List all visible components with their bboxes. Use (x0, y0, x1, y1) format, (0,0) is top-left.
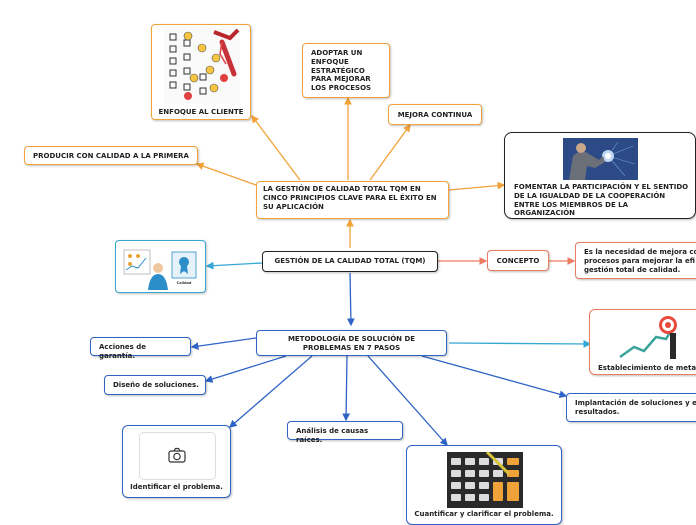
metodologia-node[interactable]: METODOLOGÍA DE SOLUCIÓN DE PROBLEMAS EN … (256, 330, 447, 356)
link-method-metas (448, 340, 592, 348)
central-topic-label: GESTIÓN DE LA CALIDAD TOTAL (TQM) (274, 257, 426, 265)
diseno-soluciones-node[interactable]: Diseño de soluciones. (104, 375, 206, 395)
calculator-image (447, 452, 523, 508)
link-method-acciones (190, 337, 257, 350)
enfoque-estrategico-label: ADOPTAR UN ENFOQUE ESTRATÉGICO PARA MEJO… (311, 49, 372, 92)
camera-icon (168, 447, 186, 463)
producir-calidad-node[interactable]: PRODUCIR CON CALIDAD A LA PRIMERA (24, 146, 198, 165)
identificar-node[interactable]: Identificar el problema. (122, 425, 231, 498)
cuantificar-label: Cuantificar y clarificar el problema. (414, 510, 554, 518)
participacion-label: FOMENTAR LA PARTICIPACIÓN Y EL SENTIDO D… (514, 183, 689, 218)
link-principles-mejora (369, 123, 411, 181)
establecimiento-metas-node[interactable]: Establecimiento de metas (589, 309, 696, 375)
link-central-image (205, 261, 263, 270)
checklist-image (164, 28, 240, 104)
metodologia-label: METODOLOGÍA DE SOLUCIÓN DE PROBLEMAS EN … (287, 335, 416, 352)
producir-calidad-label: PRODUCIR CON CALIDAD A LA PRIMERA (33, 152, 189, 160)
link-principles-participacion (448, 181, 506, 191)
target-growth-image (616, 313, 686, 361)
link-principles-producir (195, 162, 257, 186)
principles-node[interactable]: LA GESTIÓN DE CALIDAD TOTAL TQM EN CINCO… (256, 181, 449, 219)
establecimiento-metas-label: Establecimiento de metas (598, 364, 696, 372)
link-principles-cliente (251, 114, 301, 181)
analisis-causas-label: Análisis de causas raíces. (296, 427, 369, 444)
enfoque-estrategico-node[interactable]: ADOPTAR UN ENFOQUE ESTRATÉGICO PARA MEJO… (302, 43, 390, 98)
implantacion-label: Implantación de soluciones y e resultado… (575, 399, 696, 416)
link-method-analisis (342, 355, 351, 422)
link-method-implantacion (421, 355, 568, 399)
image-placeholder (139, 432, 216, 480)
mejora-continua-node[interactable]: MEJORA CONTINUA (388, 104, 482, 125)
central-topic[interactable]: GESTIÓN DE LA CALIDAD TOTAL (TQM) (262, 251, 438, 272)
calidad-image-node[interactable]: Calidad (115, 240, 206, 293)
quality-badge-text: Calidad (177, 281, 192, 285)
acciones-garantia-node[interactable]: Acciones de garantía. (90, 337, 191, 360)
principles-label: LA GESTIÓN DE CALIDAD TOTAL TQM EN CINCO… (263, 185, 437, 211)
analisis-causas-node[interactable]: Análisis de causas raíces. (287, 421, 403, 444)
diseno-soluciones-label: Diseño de soluciones. (113, 381, 199, 389)
concepto-node[interactable]: CONCEPTO (487, 250, 549, 271)
acciones-garantia-label: Acciones de garantía. (99, 343, 147, 360)
link-central-method (346, 272, 355, 327)
enfoque-cliente-label: ENFOQUE AL CLIENTE (158, 108, 244, 116)
enfoque-cliente-node[interactable]: ENFOQUE AL CLIENTE (151, 24, 251, 120)
mejora-continua-label: MEJORA CONTINUA (397, 111, 473, 119)
definicion-node[interactable]: Es la necesidad de mejora co procesos pa… (575, 242, 696, 279)
identificar-label: Identificar el problema. (130, 483, 223, 491)
link-method-diseno (204, 355, 287, 383)
businessman-image (563, 138, 638, 180)
definicion-label: Es la necesidad de mejora co procesos pa… (584, 248, 696, 274)
concepto-label: CONCEPTO (496, 257, 540, 265)
quality-badge-image: Calidad (120, 244, 202, 290)
link-method-identificar (229, 355, 313, 428)
cuantificar-node[interactable]: Cuantificar y clarificar el problema. (406, 445, 562, 525)
link-method-cuantificar (367, 355, 448, 446)
implantacion-node[interactable]: Implantación de soluciones y e resultado… (566, 393, 696, 422)
participacion-node[interactable]: FOMENTAR LA PARTICIPACIÓN Y EL SENTIDO D… (504, 132, 696, 219)
